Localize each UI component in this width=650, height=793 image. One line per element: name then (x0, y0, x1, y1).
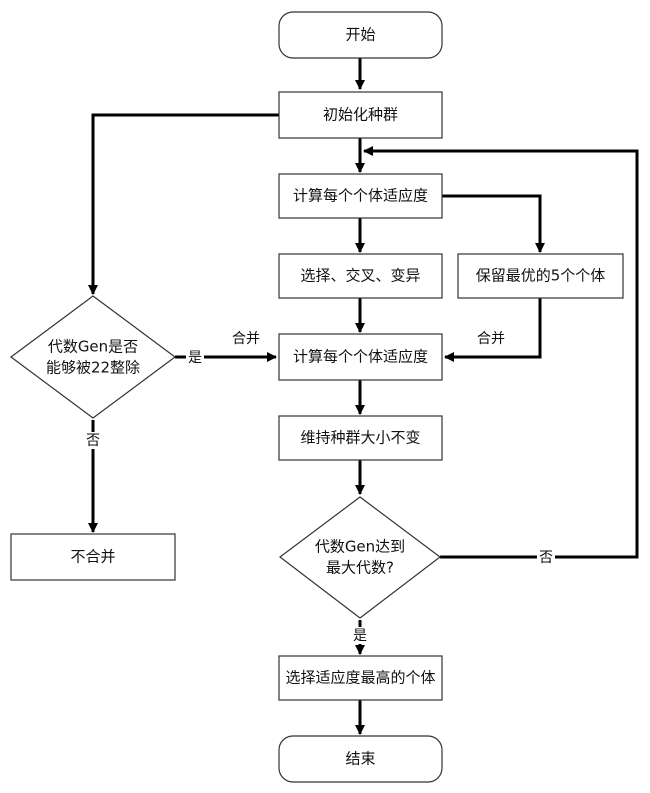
keep-best-label: 保留最优的5个个体 (476, 267, 606, 285)
merge-left-edge-label: 合并 (232, 331, 260, 347)
select-crossover-mutate-node (278, 253, 443, 299)
select-best-label: 选择适应度最高的个体 (285, 669, 435, 687)
start-node (278, 11, 443, 59)
keep-size-label: 维持种群大小不变 (300, 429, 420, 447)
max-gen-label-line1: 代数Gen达到 (315, 538, 405, 556)
yes-merge-label-bg (186, 349, 204, 366)
max-gen-decision (279, 496, 441, 619)
start-node-label: 开始 (345, 26, 375, 44)
max-gen-label-line2: 最大代数? (326, 559, 394, 577)
calc-fitness-2-node (278, 333, 443, 381)
merge-check-label-line2: 能够被22整除 (46, 359, 140, 377)
merge-right-edge-label: 合并 (477, 331, 505, 347)
end-node-label: 结束 (345, 750, 375, 768)
no-merge-label-bg (84, 432, 102, 449)
keep-best-node (457, 253, 624, 299)
yes-merge-edge-label: 是 (188, 350, 202, 366)
no-loop-edge-label: 否 (539, 550, 553, 566)
no-loop-label-bg (537, 549, 555, 566)
no-merge-label: 不合并 (70, 548, 115, 566)
keep-size-node (278, 415, 443, 461)
merge-check-label-line1: 代数Gen是否 (48, 338, 138, 356)
select-best-node (278, 655, 443, 701)
edge-init-mergecheck (88, 113, 279, 295)
yes-end-label-bg (351, 627, 369, 644)
calc-fitness-1-node (278, 173, 443, 219)
init-population-label: 初始化种群 (323, 106, 398, 124)
end-node (278, 735, 443, 783)
merge-check-decision (9, 295, 177, 419)
select-crossover-mutate-label: 选择、交叉、变异 (300, 267, 420, 285)
calc-fitness-1-label: 计算每个个体适应度 (293, 187, 428, 205)
calc-fitness-2-label: 计算每个个体适应度 (293, 348, 428, 366)
init-population-node (278, 91, 443, 139)
edge-keepbest-calc2 (444, 298, 542, 362)
no-merge-node (10, 533, 176, 581)
no-merge-edge-label: 否 (86, 433, 100, 449)
edge-calc1-keepbest (442, 194, 545, 253)
yes-end-edge-label: 是 (353, 628, 367, 644)
